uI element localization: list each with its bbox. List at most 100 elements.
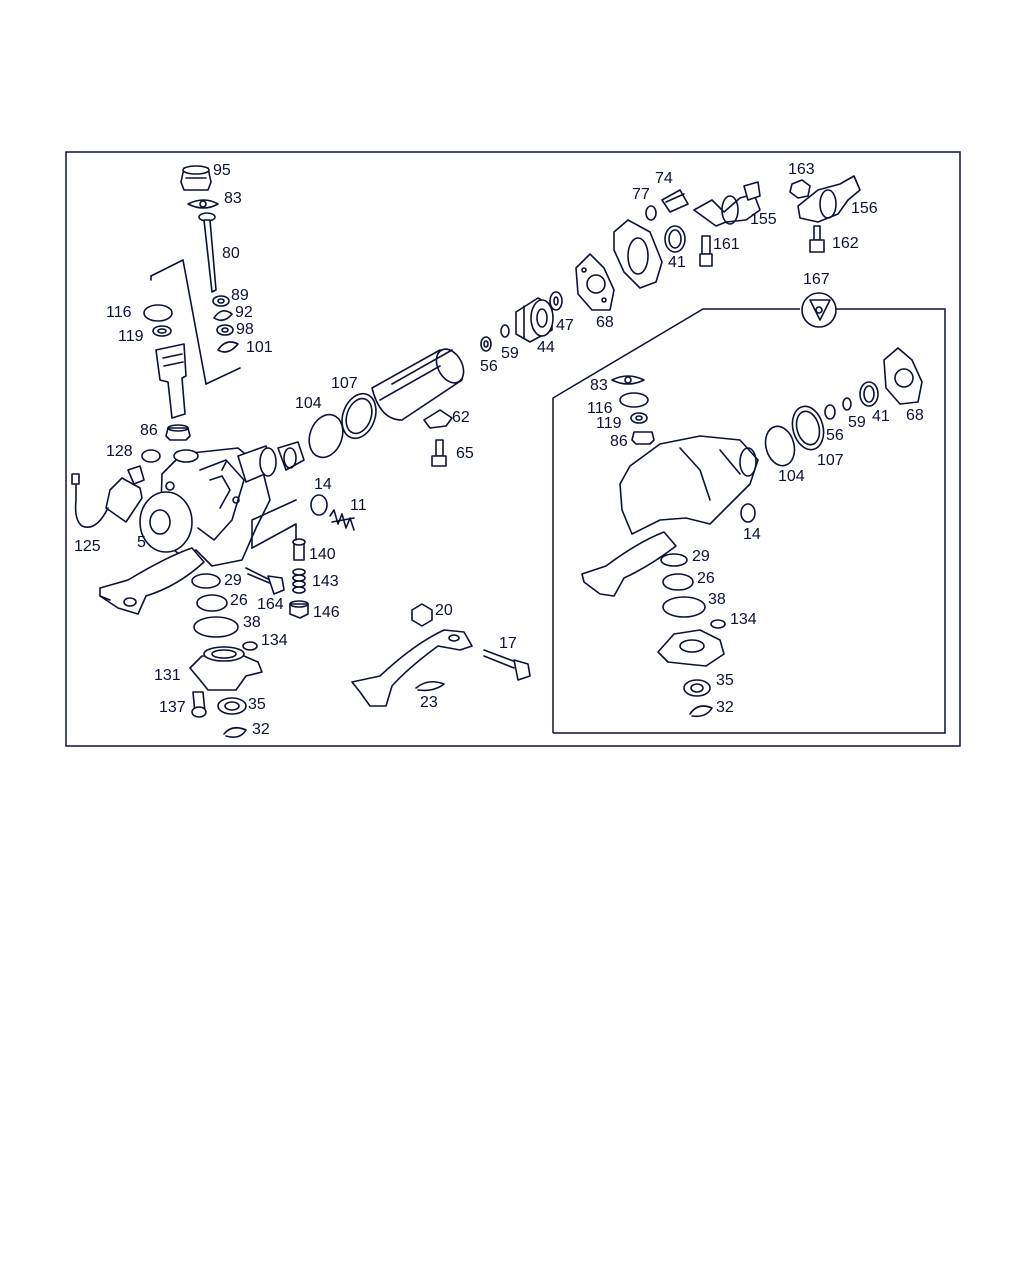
part-bolt-161 [699, 235, 713, 267]
inset-ring-41 [859, 381, 879, 407]
inset-nut-86 [631, 431, 655, 445]
label-77: 77 [632, 186, 650, 203]
label-156: 156 [851, 200, 878, 217]
label-32: 32 [252, 721, 270, 738]
part-ring-92 [213, 310, 233, 322]
stem-bracket-line [205, 367, 241, 385]
inset-ring-107 [791, 405, 825, 451]
part-gasket-83 [187, 199, 219, 209]
label-167: 167 [803, 271, 830, 288]
part-oring-29 [191, 573, 221, 589]
part-arm [351, 629, 473, 707]
label-146: 146 [313, 604, 340, 621]
label-131: 131 [154, 667, 181, 684]
inset-washer-119 [630, 412, 648, 424]
inset-washer-59 [842, 397, 852, 411]
part-plate-167 [801, 292, 837, 328]
inset-label-83: 83 [590, 377, 608, 394]
label-26: 26 [230, 592, 248, 609]
part-washer-47 [549, 291, 563, 311]
inset-ring-14 [740, 503, 756, 523]
part-cover [613, 219, 663, 289]
inset-ring-26 [662, 573, 694, 591]
part-bolt-137 [191, 691, 207, 718]
part-spring-143 [292, 568, 306, 594]
label-92: 92 [235, 304, 253, 321]
label-29: 29 [224, 572, 242, 589]
label-56: 56 [480, 358, 498, 375]
inset-label-59: 59 [848, 414, 866, 431]
part-cover-131 [189, 646, 263, 691]
inset-cover [657, 629, 725, 667]
bracket-line [251, 499, 297, 549]
label-155: 155 [750, 211, 777, 228]
label-125: 125 [74, 538, 101, 555]
inset-label-38: 38 [708, 591, 726, 608]
part-nut-86 [165, 424, 191, 441]
part-piston [371, 348, 465, 421]
part-washer-119 [152, 325, 172, 337]
inset-label-134: 134 [730, 611, 757, 628]
inset-oring-29 [660, 553, 688, 567]
part-sensor-125 [71, 465, 145, 528]
label-89: 89 [231, 287, 249, 304]
part-bolt-65 [431, 439, 447, 467]
part-cap-95 [180, 165, 212, 191]
part-ring-41 [664, 225, 686, 253]
label-134: 134 [261, 632, 288, 649]
label-80: 80 [222, 245, 240, 262]
label-119: 119 [118, 328, 144, 345]
label-47: 47 [556, 317, 574, 334]
label-23: 23 [420, 694, 438, 711]
label-95: 95 [213, 162, 231, 179]
inset-label-29: 29 [692, 548, 710, 565]
part-bolt-162 [809, 225, 825, 253]
part-oring-134 [242, 641, 258, 651]
stem-bracket-line [150, 259, 207, 385]
part-washer-98 [216, 324, 234, 336]
label-14: 14 [314, 476, 332, 493]
part-spring-11 [329, 509, 355, 531]
part-clamp-62 [423, 409, 453, 429]
part-plug-146 [289, 600, 309, 619]
inset-label-32: 32 [716, 699, 734, 716]
part-bolt-164 [245, 567, 285, 595]
label-128: 128 [106, 443, 133, 460]
inset-label-107: 107 [817, 452, 844, 469]
detail-inset-frame [553, 308, 946, 734]
inset-oring-134 [710, 619, 726, 629]
inset-label-26: 26 [697, 570, 715, 587]
label-62: 62 [452, 409, 470, 426]
label-116: 116 [106, 304, 132, 321]
inset-ring-104 [764, 425, 796, 467]
inset-ring-38 [662, 596, 706, 618]
part-bolt-17 [483, 649, 531, 681]
part-input-coupling [237, 441, 305, 483]
part-seal-35 [217, 697, 247, 715]
part-nut-20 [411, 603, 433, 627]
label-68: 68 [596, 314, 614, 331]
inset-pitman-arm [581, 531, 677, 597]
part-clip-23 [415, 680, 445, 692]
part-washer-59 [500, 324, 510, 338]
part-nut-163 [789, 179, 811, 199]
inset-gasket-83 [611, 375, 645, 385]
label-17: 17 [499, 635, 517, 652]
part-valve-44 [515, 297, 554, 343]
label-41: 41 [668, 254, 686, 271]
label-38: 38 [243, 614, 261, 631]
part-joint-156 [797, 175, 861, 223]
part-shaft [155, 343, 187, 419]
label-162: 162 [832, 235, 859, 252]
label-137: 137 [159, 699, 186, 716]
inset-circlip-32 [689, 705, 713, 718]
bracket-line [251, 523, 297, 549]
part-ring-104 [308, 413, 344, 459]
part-circlip-32 [223, 726, 247, 738]
part-washer-128 [141, 449, 161, 463]
inset-label-41: 41 [872, 408, 890, 425]
inset-housing [619, 435, 759, 535]
part-washer-89 [212, 295, 230, 307]
part-bolt-74 [661, 189, 689, 213]
